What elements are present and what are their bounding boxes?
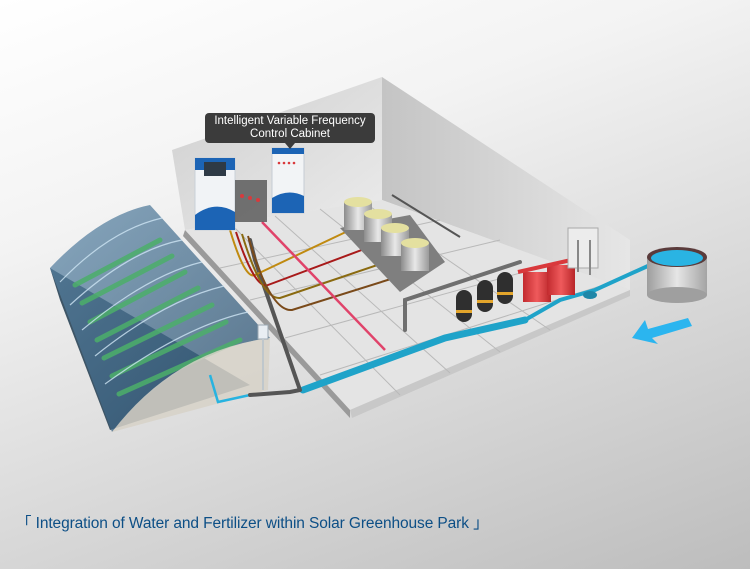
callout-line-2: Control Cabinet bbox=[250, 128, 330, 140]
weather-sensor bbox=[257, 324, 269, 390]
fertilizer-tanks bbox=[340, 194, 461, 292]
control-cabinet-callout: Intelligent Variable Frequency Control C… bbox=[205, 113, 375, 149]
greenhouse-front-face bbox=[112, 338, 270, 432]
greenhouse-arches bbox=[59, 217, 249, 385]
fertilizer-lines bbox=[229, 221, 411, 351]
floor-front-edge bbox=[350, 290, 630, 418]
caption-title: Integration of Water and Fertilizer with… bbox=[35, 515, 469, 532]
sand-filters bbox=[456, 272, 513, 322]
floor-edge bbox=[183, 230, 350, 418]
solar-greenhouse bbox=[50, 205, 270, 432]
water-pump bbox=[567, 227, 599, 299]
callout-line-1: Intelligent Variable Frequency bbox=[214, 115, 366, 127]
caption-open-bracket: 「 bbox=[16, 515, 32, 532]
variable-frequency-control-cabinet bbox=[271, 147, 305, 214]
caption-close-bracket: 」 bbox=[473, 515, 489, 532]
sand-filter bbox=[456, 290, 472, 322]
water-reservoir bbox=[647, 247, 707, 303]
greenhouse-drip-pipe bbox=[208, 374, 251, 404]
fertilizer-tank bbox=[401, 238, 429, 271]
sand-filter bbox=[477, 280, 493, 312]
diagram-caption: 「 Integration of Water and Fertilizer wi… bbox=[16, 511, 489, 533]
irrigation-fertilizer-machine bbox=[194, 157, 267, 231]
crop-rows bbox=[72, 237, 243, 397]
flow-direction-arrow bbox=[632, 318, 692, 344]
greenhouse-glass bbox=[50, 205, 270, 432]
sand-filter bbox=[497, 272, 513, 304]
room-floor bbox=[185, 200, 630, 410]
